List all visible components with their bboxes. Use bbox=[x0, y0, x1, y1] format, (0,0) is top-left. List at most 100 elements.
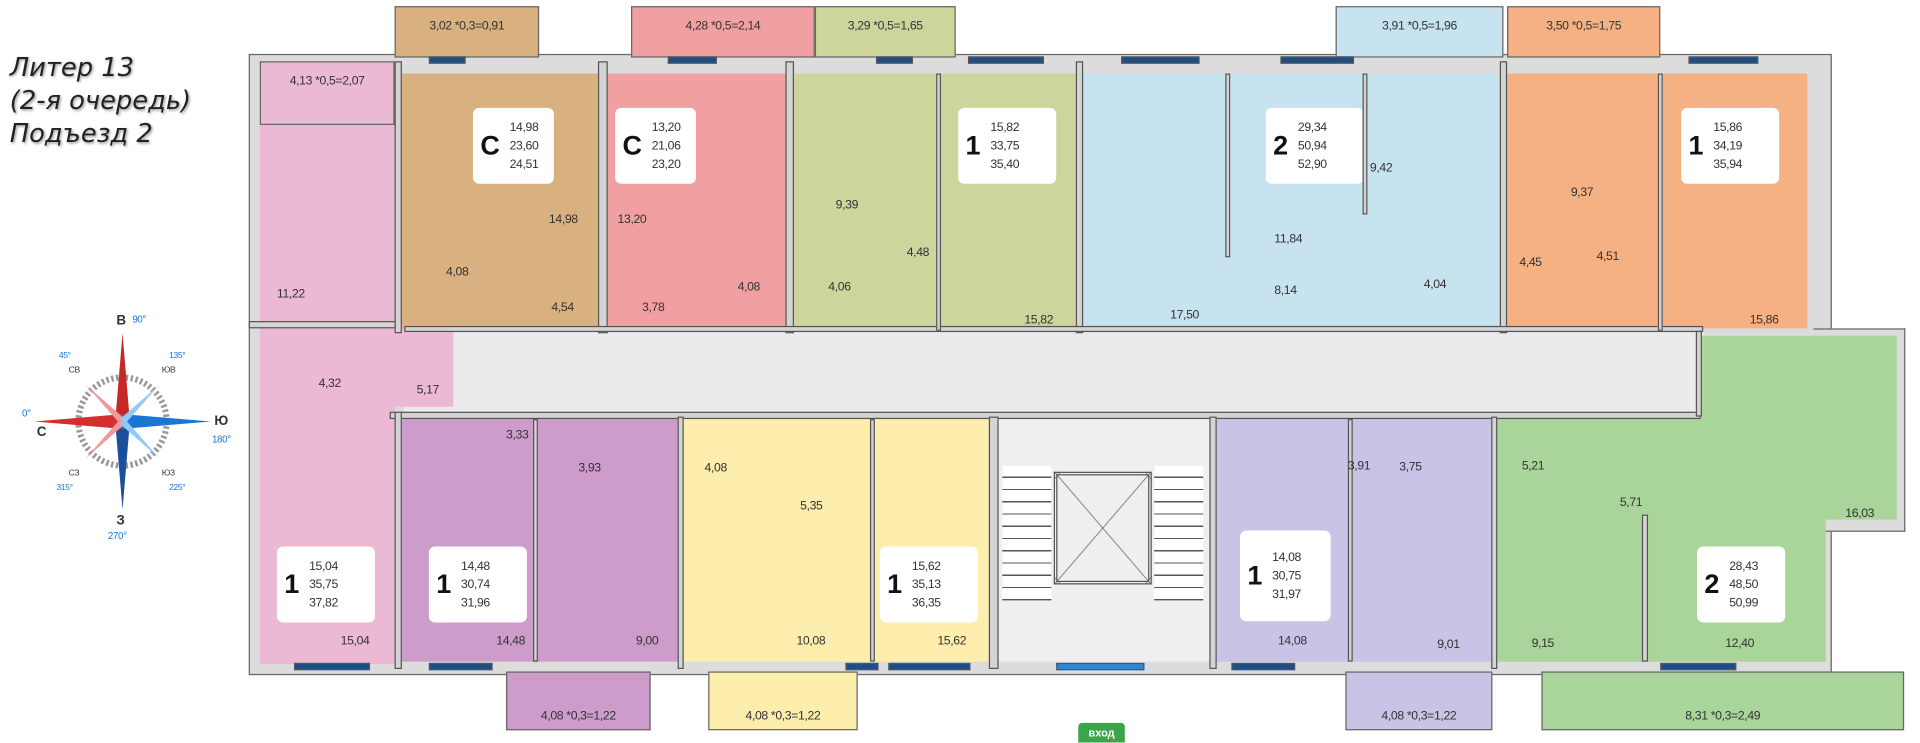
room-count: С bbox=[622, 129, 642, 161]
room-count: 2 bbox=[1704, 568, 1720, 600]
compass-west-deg: 270° bbox=[107, 530, 127, 542]
room-area: 3,93 bbox=[578, 461, 601, 476]
window bbox=[1280, 56, 1354, 64]
total-area: 35,13 bbox=[911, 577, 941, 592]
living-area: 14,08 bbox=[1272, 550, 1302, 565]
window bbox=[1231, 662, 1296, 671]
room-area: 3,78 bbox=[642, 301, 665, 315]
wall bbox=[1641, 514, 1649, 662]
window bbox=[1056, 662, 1145, 671]
room-area: 15,86 bbox=[1749, 313, 1779, 328]
wall bbox=[936, 73, 942, 331]
window bbox=[428, 56, 466, 64]
wall bbox=[1499, 61, 1508, 334]
apartment-10-bay bbox=[1700, 335, 1897, 520]
compass-sw-deg: 225° bbox=[169, 483, 186, 493]
total-area-with-balcony: 50,99 bbox=[1729, 596, 1759, 610]
room-area: 4,04 bbox=[1423, 278, 1447, 292]
balcony-area: 3,50 *0,5=1,75 bbox=[1546, 19, 1622, 34]
wall bbox=[1209, 416, 1217, 670]
compass-rose: В 90° Ю 180° З 270° С 0° СВ 45° ЮВ 135° … bbox=[12, 314, 233, 542]
balcony-area: 4,28 *0,5=2,14 bbox=[685, 19, 761, 34]
living-area: 15,62 bbox=[911, 559, 941, 573]
room-area: 11,22 bbox=[276, 287, 305, 302]
corridor bbox=[404, 330, 1704, 415]
balcony: 3,02 *0,3=0,91 bbox=[394, 6, 540, 58]
living-area: 15,04 bbox=[309, 559, 338, 573]
room-count: 1 bbox=[436, 568, 452, 600]
total-area-with-balcony: 35,94 bbox=[1713, 157, 1743, 171]
room-area: 5,71 bbox=[1619, 496, 1643, 510]
wall bbox=[1225, 73, 1231, 258]
room-area: 16,03 bbox=[1845, 507, 1875, 521]
room-area: 5,35 bbox=[800, 499, 823, 514]
wall bbox=[1362, 73, 1368, 215]
room-area: 4,08 bbox=[704, 461, 728, 476]
wall bbox=[1075, 61, 1084, 334]
room-area: 5,17 bbox=[416, 383, 440, 397]
room-area: 17,50 bbox=[1170, 308, 1199, 323]
room-area: 3,33 bbox=[506, 428, 529, 443]
total-area-with-balcony: 35,40 bbox=[990, 157, 1020, 171]
wall bbox=[394, 61, 402, 334]
room-count: 1 bbox=[887, 568, 903, 600]
window bbox=[428, 662, 493, 671]
total-area: 48,50 bbox=[1729, 577, 1759, 592]
balcony-area: 4,08 *0,3=1,22 bbox=[745, 709, 821, 723]
balcony-area: 3,91 *0,5=1,96 bbox=[1382, 19, 1457, 34]
room-area: 15,62 bbox=[937, 634, 967, 649]
room-count: С bbox=[480, 129, 500, 161]
room-area: 13,20 bbox=[617, 213, 647, 227]
room-area: 9,15 bbox=[1531, 637, 1555, 651]
compass-sw: ЮЗ bbox=[161, 469, 175, 478]
window bbox=[294, 662, 371, 671]
total-area: 34,19 bbox=[1713, 139, 1743, 153]
window bbox=[1660, 662, 1737, 671]
total-area-with-balcony: 37,82 bbox=[309, 596, 338, 610]
room-area: 9,00 bbox=[635, 634, 659, 649]
room-area: 15,82 bbox=[1024, 313, 1054, 328]
room-area: 4,08 bbox=[446, 265, 469, 280]
total-area: 23,60 bbox=[509, 139, 539, 153]
total-area: 30,75 bbox=[1272, 569, 1302, 583]
room-area: 10,08 bbox=[796, 634, 826, 649]
balcony: 4,08 *0,3=1,22 bbox=[506, 671, 651, 731]
balcony-area: 8,31 *0,3=2,49 bbox=[1685, 709, 1761, 723]
living-area: 14,98 bbox=[509, 120, 539, 135]
total-area-with-balcony: 31,97 bbox=[1272, 587, 1302, 602]
apartment-8-fill[interactable] bbox=[682, 419, 989, 662]
balcony: 3,29 *0,5=1,65 bbox=[814, 6, 956, 58]
apartment-7-fill[interactable] bbox=[401, 419, 678, 662]
compass-ne: СВ bbox=[68, 366, 81, 375]
stairs-icon bbox=[1154, 465, 1204, 601]
stairs-icon bbox=[1002, 465, 1052, 601]
room-area: 4,54 bbox=[551, 301, 574, 315]
room-area: 9,01 bbox=[1437, 638, 1460, 652]
title-liter: Литер 13 bbox=[9, 52, 134, 83]
window bbox=[967, 56, 1044, 64]
room-area: 11,84 bbox=[1274, 232, 1303, 247]
living-area: 14,48 bbox=[461, 559, 490, 573]
living-area: 15,86 bbox=[1713, 120, 1743, 135]
wall bbox=[533, 419, 538, 662]
balcony: 4,08 *0,3=1,22 bbox=[1345, 671, 1493, 731]
window bbox=[876, 56, 913, 64]
room-area: 14,98 bbox=[548, 213, 578, 227]
wall bbox=[1657, 73, 1663, 331]
room-area: 9,39 bbox=[835, 198, 859, 212]
title-entrance: Подъезд 2 bbox=[9, 118, 153, 149]
window bbox=[667, 56, 717, 64]
total-area: 33,75 bbox=[990, 139, 1020, 153]
balcony: 8,31 *0,3=2,49 bbox=[1541, 671, 1905, 731]
